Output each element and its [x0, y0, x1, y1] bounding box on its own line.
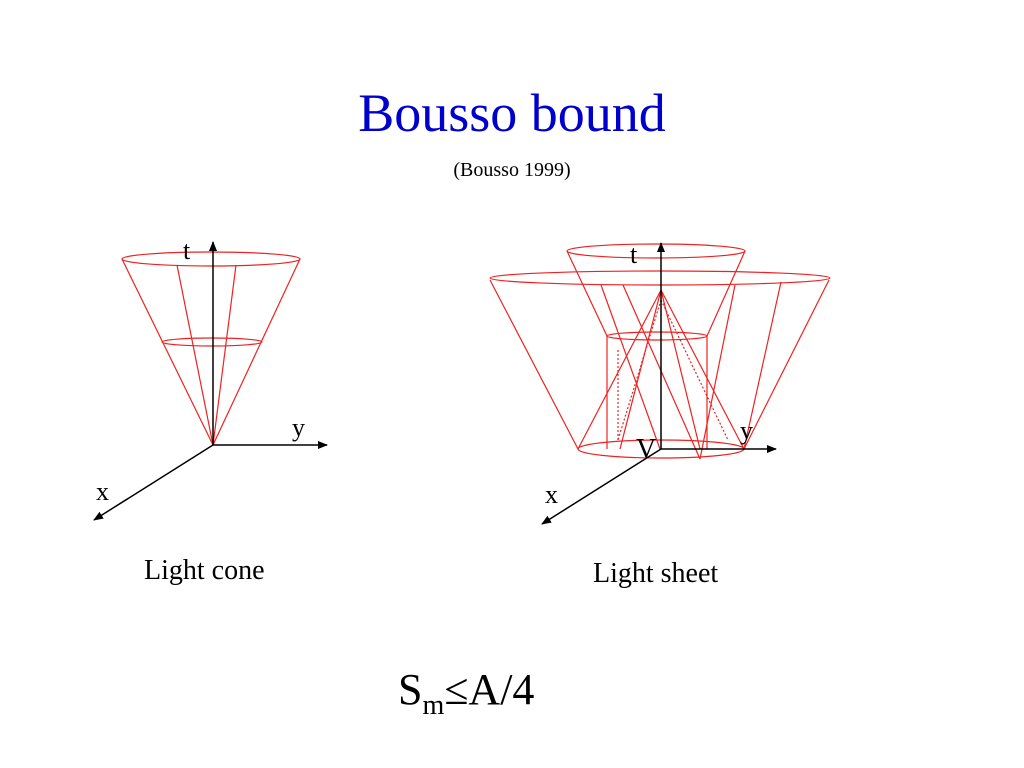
light-sheet-shape	[489, 243, 831, 460]
cone-generator-inner	[176, 264, 214, 446]
light-sheet-diagram: t y x V	[489, 240, 831, 525]
sheet-generator-a	[600, 284, 661, 450]
sheet-generator-h	[660, 289, 701, 450]
cone-mid-ellipse	[161, 337, 263, 347]
light-cone-t-label: t	[183, 236, 191, 265]
sheet-top-ellipse-large	[489, 270, 831, 286]
cone-top-ellipse	[121, 251, 301, 267]
formula-entropy-symbol: S	[398, 665, 423, 714]
light-sheet-y-label: y	[740, 416, 753, 445]
cone-generator-inner-2	[212, 264, 237, 446]
light-sheet-axes	[541, 242, 777, 525]
cone-generator-right	[212, 258, 301, 446]
x-axis	[541, 448, 662, 525]
sheet-generator-g	[619, 289, 662, 450]
light-cone-shape	[121, 251, 301, 446]
bousso-bound-formula: Sm≤A/4	[398, 665, 535, 720]
slide-subtitle: (Bousso 1999)	[453, 159, 571, 181]
sheet-dotted-right	[660, 299, 729, 441]
light-sheet-t-label: t	[630, 240, 638, 269]
sheet-generator-small-right	[706, 250, 746, 337]
sheet-generator-outer-right	[743, 279, 830, 450]
sheet-top-ellipse-small	[566, 243, 746, 259]
sheet-mid-ellipse	[606, 331, 708, 341]
light-cone-axes	[93, 241, 328, 521]
sheet-dotted-left	[617, 299, 662, 441]
sheet-generator-small-left	[566, 250, 608, 337]
light-sheet-x-label: x	[545, 480, 558, 509]
light-cone-caption: Light cone	[144, 555, 265, 586]
sheet-generator-d	[743, 281, 782, 450]
formula-subscript: m	[422, 690, 445, 721]
sheet-generator-e	[577, 289, 662, 450]
light-cone-x-label: x	[96, 477, 109, 506]
sheet-generator-f	[660, 289, 745, 450]
x-axis	[93, 444, 214, 521]
light-sheet-volume-label: V	[636, 434, 656, 465]
cone-generator-left	[121, 258, 214, 446]
sheet-generator-outer-left	[489, 279, 579, 450]
light-sheet-caption: Light sheet	[593, 558, 719, 589]
formula-inequality: ≤A/4	[444, 665, 535, 714]
light-cone-y-label: y	[292, 413, 305, 442]
light-cone-diagram: t y x	[93, 236, 328, 521]
sheet-generator-c	[699, 284, 736, 460]
slide-title: Bousso bound	[358, 83, 666, 143]
